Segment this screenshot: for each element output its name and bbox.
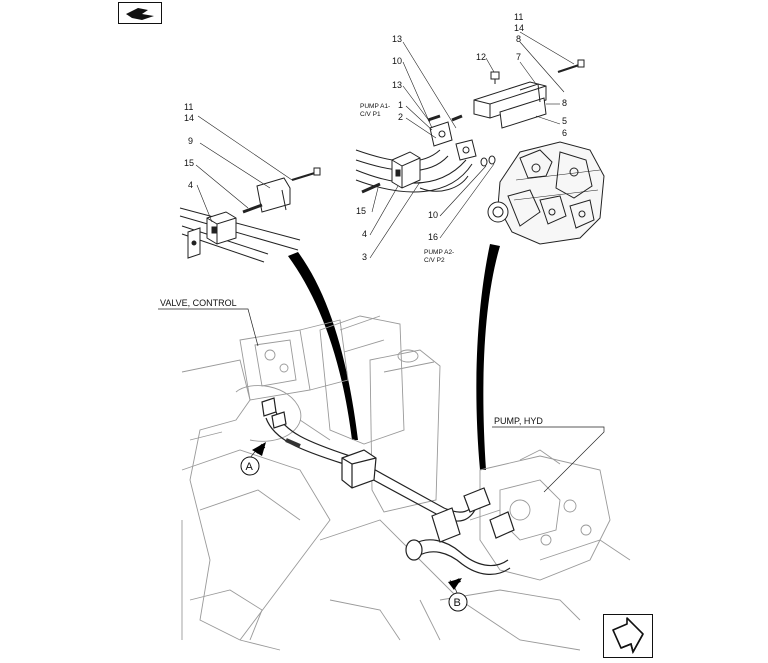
previous-page-button[interactable]: [118, 2, 162, 24]
next-page-icon: [603, 614, 653, 658]
callout-9: 9: [188, 136, 193, 146]
port-label-a1-line1: PUMP A1-: [360, 103, 390, 110]
callout-8-upper: 8: [516, 34, 521, 44]
callout-11: 11: [184, 102, 193, 112]
label-valve-control: VALVE, CONTROL: [160, 298, 237, 308]
view-marker-b-label: B: [454, 597, 461, 609]
pump-sketch: [487, 141, 605, 245]
callout-16: 16: [428, 232, 438, 242]
next-page-button[interactable]: [603, 614, 653, 658]
callout-4: 4: [188, 180, 193, 190]
callout-11-right: 11: [514, 12, 523, 22]
label-pump-hyd: PUMP, HYD: [494, 416, 543, 426]
port-label-a2-line1: PUMP A2-: [424, 249, 454, 256]
callout-2: 2: [398, 112, 403, 122]
port-label-a2-line2: C/V P2: [424, 257, 445, 264]
previous-page-icon: [118, 2, 162, 24]
callout-6: 6: [562, 128, 567, 138]
view-marker-a: A: [240, 442, 266, 476]
hose-run: [261, 397, 515, 575]
detail-left: [179, 115, 321, 263]
view-marker-a-label: A: [246, 461, 254, 473]
callout-8-lower: 8: [562, 98, 567, 108]
callout-10-upper: 10: [392, 56, 402, 66]
callout-12: 12: [476, 52, 486, 62]
callout-3: 3: [362, 252, 367, 262]
callout-1: 1: [398, 100, 403, 110]
callout-15: 15: [184, 158, 194, 168]
main-assembly: [181, 315, 631, 651]
callout-13-lower: 13: [392, 80, 402, 90]
detail-right: [355, 31, 605, 259]
callout-14-right: 14: [514, 23, 524, 33]
callout-4-right: 4: [362, 229, 367, 239]
label-leaders: [158, 308, 605, 597]
detail-right-callouts: 13 10 13 1 2 15 4 3 10 16 12 11 14 8 7 8…: [356, 12, 567, 264]
port-label-a1-line2: C/V P1: [360, 111, 381, 118]
callout-5: 5: [562, 116, 567, 126]
callout-7: 7: [516, 52, 521, 62]
detail-pointers: [288, 244, 500, 470]
callout-10-lower: 10: [428, 210, 438, 220]
callout-13-upper: 13: [392, 34, 402, 44]
callout-14: 14: [184, 113, 194, 123]
callout-15-right: 15: [356, 206, 366, 216]
detail-left-callouts: 11 14 9 15 4: [184, 102, 194, 190]
view-marker-b: B: [448, 578, 468, 612]
